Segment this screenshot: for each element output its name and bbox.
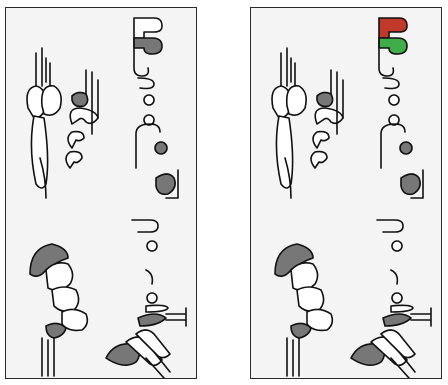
lower-left-key-4[interactable] <box>46 323 66 338</box>
left-cluster-key-2[interactable] <box>42 86 61 115</box>
side-key-rods <box>92 72 98 134</box>
lower-left-key-2[interactable] <box>52 287 79 311</box>
second-register-key[interactable] <box>134 38 162 54</box>
lower-left-rods <box>287 338 299 376</box>
low-key-lines <box>166 308 186 326</box>
right-cluster-flat-key[interactable] <box>383 314 411 326</box>
palm-key-left[interactable] <box>72 92 88 106</box>
upper-register-key[interactable] <box>134 18 162 38</box>
lower-hook-key <box>377 220 403 232</box>
saxophone-keys-diagram-right <box>251 8 441 378</box>
saxophone-keys-diagram-left <box>6 8 196 378</box>
chromatic-key-stem <box>391 270 397 284</box>
left-cluster-round-key[interactable] <box>401 174 420 194</box>
tone-hole-4[interactable] <box>155 142 167 154</box>
tone-hole-6[interactable] <box>147 293 157 303</box>
small-key-curve <box>383 78 399 89</box>
tone-hole-1[interactable] <box>144 95 154 105</box>
tone-hole-1[interactable] <box>389 95 399 105</box>
curved-side-key-3[interactable] <box>66 152 82 168</box>
upper-register-key[interactable] <box>379 18 407 38</box>
lower-left-key-1[interactable] <box>291 263 318 290</box>
side-key-small[interactable] <box>391 305 413 312</box>
curved-side-key-2[interactable] <box>313 132 329 148</box>
low-key-lines <box>411 308 431 326</box>
tone-hole-4[interactable] <box>400 142 412 154</box>
left-cluster-rods <box>36 48 50 88</box>
lower-left-key-2[interactable] <box>297 287 324 311</box>
lower-hook-key <box>132 220 158 232</box>
chromatic-key-stem <box>146 270 152 284</box>
left-cluster-round-key[interactable] <box>156 174 175 194</box>
curved-side-key-2[interactable] <box>68 132 84 148</box>
left-cluster-key-2[interactable] <box>287 86 306 115</box>
curved-side-key-1[interactable] <box>315 108 343 124</box>
curved-side-key-1[interactable] <box>70 108 98 124</box>
tone-hole-5[interactable] <box>147 241 157 251</box>
small-key-curve <box>138 78 154 89</box>
fingering-chart-left <box>5 7 197 379</box>
tone-hole-5[interactable] <box>392 241 402 251</box>
tone-hole-6[interactable] <box>392 293 402 303</box>
lower-left-key-4[interactable] <box>291 323 311 338</box>
right-cluster-flat-key[interactable] <box>138 314 166 326</box>
side-key-small[interactable] <box>146 305 168 312</box>
fingering-chart-right <box>250 7 442 379</box>
left-cluster-rods <box>281 48 295 88</box>
palm-key-left[interactable] <box>317 92 333 106</box>
second-register-key[interactable] <box>379 38 407 54</box>
lower-left-key-1[interactable] <box>46 263 73 290</box>
lower-left-rods <box>42 338 54 376</box>
curved-side-key-3[interactable] <box>311 152 327 168</box>
side-key-rods <box>337 72 343 134</box>
